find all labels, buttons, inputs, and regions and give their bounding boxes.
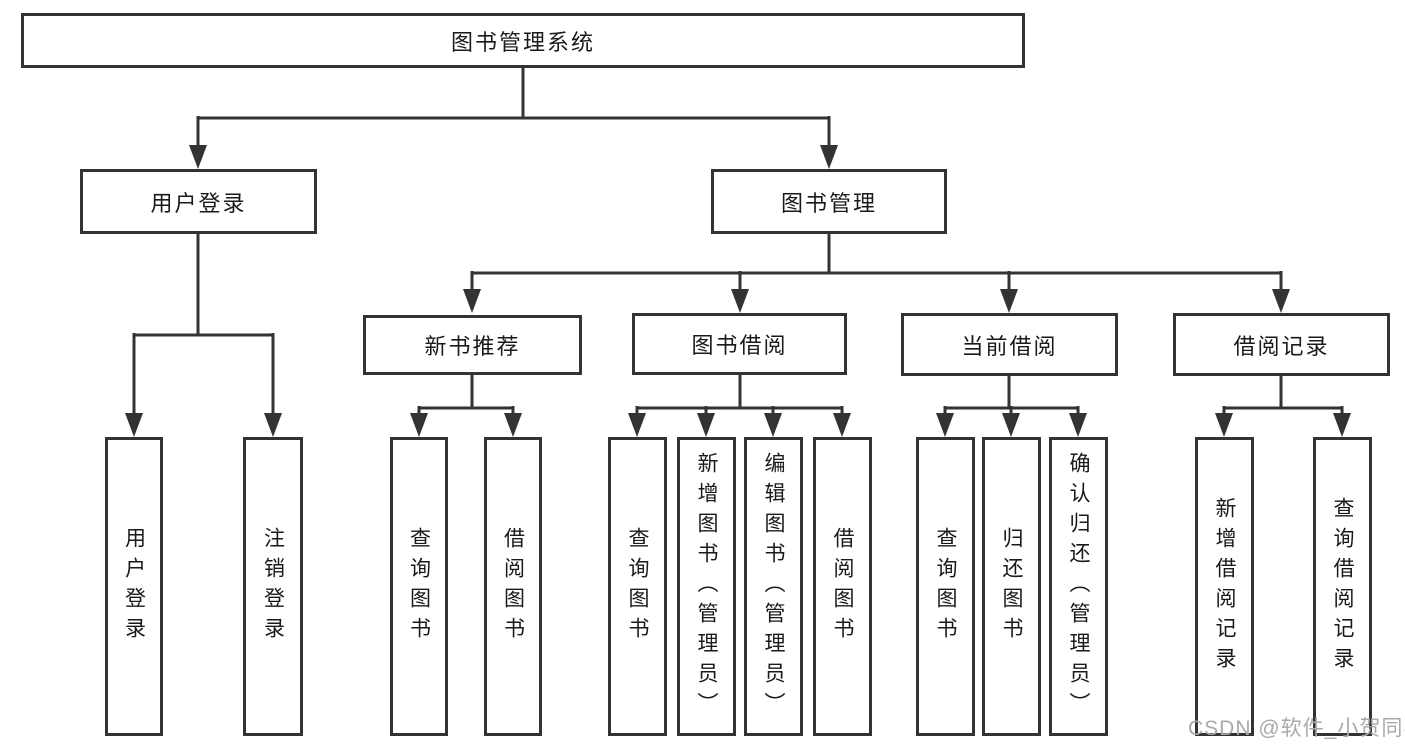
node-label: 图书管理系统 xyxy=(450,29,595,55)
node-label: 查询图书 xyxy=(934,526,957,647)
node-label: 编辑图书（管理员） xyxy=(762,451,785,722)
node-leaf-return-books: 归还图书 xyxy=(982,437,1041,736)
node-leaf-query-books-current: 查询图书 xyxy=(916,437,975,736)
node-label: 查询图书 xyxy=(626,526,649,647)
node-label: 用户登录 xyxy=(150,190,247,216)
node-label: 借阅记录 xyxy=(1233,333,1330,359)
node-leaf-add-books-admin: 新增图书（管理员） xyxy=(677,437,736,736)
node-label: 图书管理 xyxy=(780,190,877,216)
node-leaf-query-books-recommend: 查询图书 xyxy=(390,437,448,736)
node-user-login: 用户登录 xyxy=(80,169,317,234)
node-book-management: 图书管理 xyxy=(711,169,947,234)
node-leaf-edit-books-admin: 编辑图书（管理员） xyxy=(744,437,803,736)
node-leaf-logout-login: 注销登录 xyxy=(243,437,303,736)
node-label: 查询图书 xyxy=(407,526,431,647)
node-leaf-query-books-borrow: 查询图书 xyxy=(608,437,667,736)
node-new-book-recommend: 新书推荐 xyxy=(363,315,582,375)
node-leaf-borrow-books-recommend: 借阅图书 xyxy=(484,437,542,736)
node-label: 当前借阅 xyxy=(961,333,1058,359)
node-borrow-records: 借阅记录 xyxy=(1173,313,1390,376)
node-label: 确认归还（管理员） xyxy=(1067,451,1090,722)
node-label: 借阅图书 xyxy=(831,526,854,647)
node-label: 新增借阅记录 xyxy=(1213,496,1236,677)
node-leaf-borrow-books: 借阅图书 xyxy=(813,437,872,736)
node-label: 借阅图书 xyxy=(501,526,525,647)
node-leaf-add-borrow-record: 新增借阅记录 xyxy=(1195,437,1254,736)
node-label: 查询借阅记录 xyxy=(1331,496,1354,677)
node-library-management-system: 图书管理系统 xyxy=(21,13,1025,68)
node-book-borrow: 图书借阅 xyxy=(632,313,847,375)
node-label: 用户登录 xyxy=(122,526,146,647)
node-label: 注销登录 xyxy=(261,526,285,647)
node-leaf-query-borrow-record: 查询借阅记录 xyxy=(1313,437,1372,736)
node-label: 新增图书（管理员） xyxy=(695,451,718,722)
node-current-borrow: 当前借阅 xyxy=(901,313,1118,376)
node-label: 归还图书 xyxy=(1000,526,1023,647)
node-label: 新书推荐 xyxy=(424,334,521,359)
node-label: 图书借阅 xyxy=(691,333,788,358)
node-leaf-user-login: 用户登录 xyxy=(105,437,163,736)
node-leaf-confirm-return-admin: 确认归还（管理员） xyxy=(1049,437,1108,736)
csdn-watermark: CSDN @软件_小贺同学 xyxy=(1188,717,1405,740)
